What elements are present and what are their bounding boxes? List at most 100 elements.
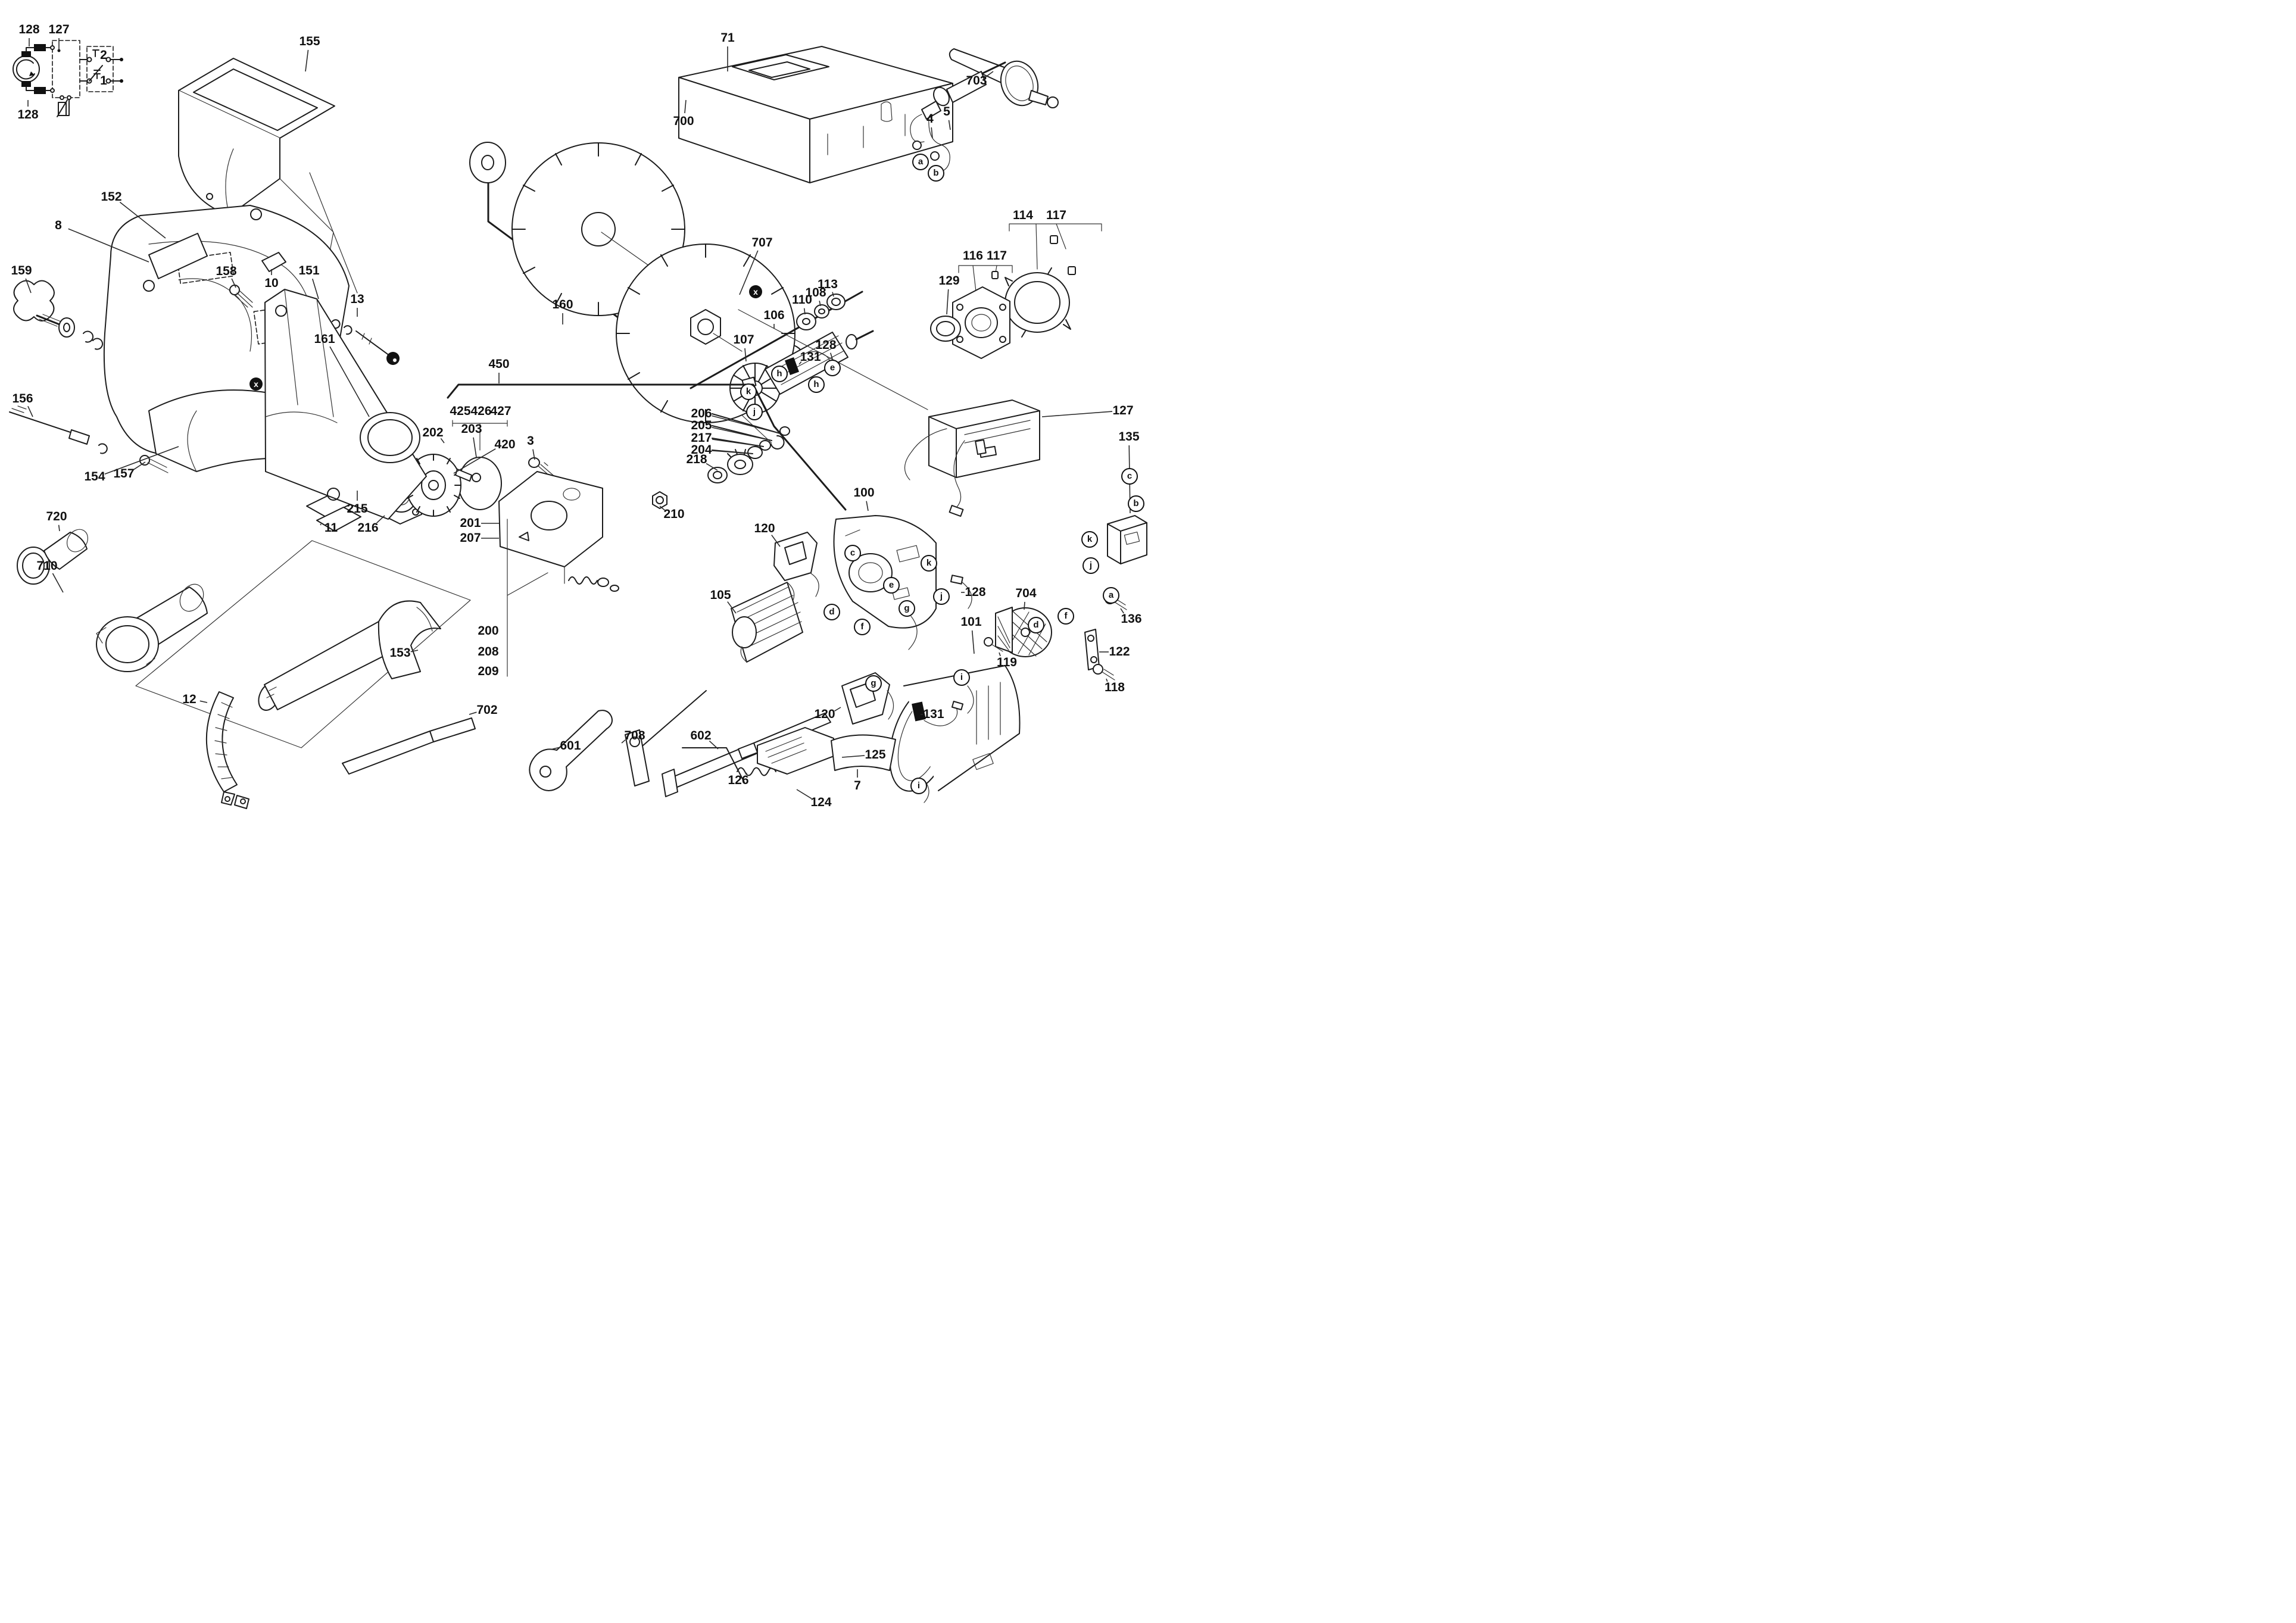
part-number-label: 135 bbox=[1118, 430, 1140, 444]
leader-lines-204-206 bbox=[712, 413, 781, 454]
part-number-label: 107 bbox=[733, 333, 754, 347]
part-number-label: 710 bbox=[36, 559, 58, 573]
pin-wrench-drawing bbox=[529, 710, 613, 791]
part-number-label: 105 bbox=[710, 588, 731, 602]
part-number-label: 160 bbox=[552, 298, 573, 311]
part-number-label: 129 bbox=[938, 274, 960, 288]
part-number-label: 13 bbox=[350, 292, 364, 306]
connector-letter-callout: d bbox=[1028, 617, 1044, 633]
part-number-label: 200 bbox=[478, 624, 499, 638]
part-number-label: 1 bbox=[100, 74, 107, 88]
part-number-label: 700 bbox=[673, 114, 694, 128]
part-number-label: 427 bbox=[490, 404, 511, 418]
clamp-nut-marker: x bbox=[749, 285, 762, 298]
hose-connector-drawing bbox=[96, 583, 208, 672]
part-number-label: 152 bbox=[101, 190, 122, 204]
leader-line bbox=[834, 707, 841, 712]
leader-line bbox=[971, 630, 975, 654]
clamp-pin-drawing bbox=[9, 405, 108, 454]
part-number-label: 119 bbox=[997, 656, 1017, 669]
part-number-label: 217 bbox=[691, 431, 712, 445]
part-number-label: 117 bbox=[987, 249, 1007, 263]
leader-line bbox=[440, 438, 445, 444]
part-number-label: 7 bbox=[854, 779, 861, 792]
part-number-label: 157 bbox=[113, 467, 135, 480]
connector-letter-callout: e bbox=[883, 577, 900, 594]
screws-left-drawing bbox=[139, 285, 253, 473]
part-number-label: 5 bbox=[943, 105, 950, 118]
leader-line bbox=[946, 289, 949, 315]
leader-line bbox=[985, 71, 994, 77]
connector-letter-callout: f bbox=[854, 619, 871, 635]
leader-line bbox=[312, 279, 319, 299]
leader-line bbox=[712, 415, 781, 434]
handle-tube-drawing bbox=[135, 540, 471, 748]
bearing-cover-drawing bbox=[930, 223, 1102, 359]
clamp-knob-drawing bbox=[13, 280, 104, 350]
leader-line bbox=[684, 99, 687, 114]
part-number-label: 117 bbox=[1046, 208, 1066, 222]
leader-line bbox=[739, 250, 759, 295]
part-number-label: 120 bbox=[814, 707, 835, 721]
connector-letter-callout: i bbox=[953, 669, 970, 686]
leader-line bbox=[231, 278, 236, 288]
hose-adapter-drawing bbox=[17, 529, 89, 585]
part-number-label: 153 bbox=[389, 646, 411, 660]
leader-line bbox=[659, 505, 665, 511]
connector-letter-callout: g bbox=[899, 600, 915, 617]
leader-line bbox=[931, 127, 933, 139]
part-number-label: 12 bbox=[182, 692, 196, 706]
air-filter-drawing bbox=[984, 607, 1052, 657]
connector-letter-callout: k bbox=[921, 555, 937, 572]
part-number-label: 720 bbox=[46, 510, 67, 523]
part-number-label: 118 bbox=[1105, 681, 1125, 694]
leader-line bbox=[68, 228, 149, 263]
part-number-label: 201 bbox=[460, 516, 481, 530]
part-number-label: 159 bbox=[11, 264, 32, 277]
part-number-label: 158 bbox=[216, 264, 237, 278]
leader-line bbox=[1024, 601, 1025, 610]
leader-line bbox=[25, 278, 32, 294]
leader-line bbox=[453, 448, 496, 474]
part-number-label: 101 bbox=[960, 615, 982, 629]
connector-letter-callout: h bbox=[808, 376, 825, 393]
pinion-parts-drawing bbox=[652, 426, 790, 509]
part-number-label: 208 bbox=[478, 645, 499, 658]
connector-letter-callout: k bbox=[740, 383, 757, 400]
connector-letter-callout: j bbox=[746, 404, 763, 420]
part-number-label: 128 bbox=[17, 108, 39, 121]
leader-lines-layer bbox=[25, 38, 1131, 800]
connector-letter-callout: f bbox=[1057, 608, 1074, 625]
dust-chute-drawing bbox=[178, 58, 358, 294]
leader-line bbox=[832, 292, 834, 297]
side-handle-drawing bbox=[949, 48, 1059, 108]
leader-line bbox=[948, 120, 951, 130]
electronics-module-drawing bbox=[904, 399, 1040, 517]
base-bracket-drawing bbox=[264, 289, 427, 520]
leader-line bbox=[133, 461, 146, 470]
part-number-label: 100 bbox=[853, 486, 875, 500]
leader-line bbox=[119, 201, 166, 239]
motor-housing-drawing bbox=[833, 515, 937, 629]
part-number-label: 120 bbox=[754, 522, 775, 535]
part-number-label: 216 bbox=[357, 521, 379, 535]
part-number-label: 113 bbox=[818, 277, 838, 291]
part-number-label: 128 bbox=[815, 338, 837, 352]
part-number-label: 207 bbox=[460, 531, 481, 545]
hose-clamp-drawing bbox=[205, 691, 249, 809]
leader-line bbox=[1120, 608, 1124, 614]
leader-line bbox=[745, 772, 747, 775]
connector-letter-callout: i bbox=[910, 778, 927, 794]
clamp-nut-marker: x bbox=[249, 377, 263, 391]
connector-letter-callout: j bbox=[1083, 557, 1099, 574]
part-number-label: 161 bbox=[314, 332, 335, 346]
leader-line bbox=[305, 49, 309, 72]
part-number-label: 116 bbox=[963, 249, 983, 263]
connector-letter-callout: c bbox=[844, 545, 861, 561]
part-number-label: 420 bbox=[494, 438, 516, 451]
leader-line bbox=[552, 747, 560, 750]
assembly-tool-drawing bbox=[625, 690, 707, 786]
leader-line bbox=[798, 361, 802, 365]
leader-line bbox=[712, 450, 753, 454]
part-number-label: 204 bbox=[691, 443, 712, 457]
